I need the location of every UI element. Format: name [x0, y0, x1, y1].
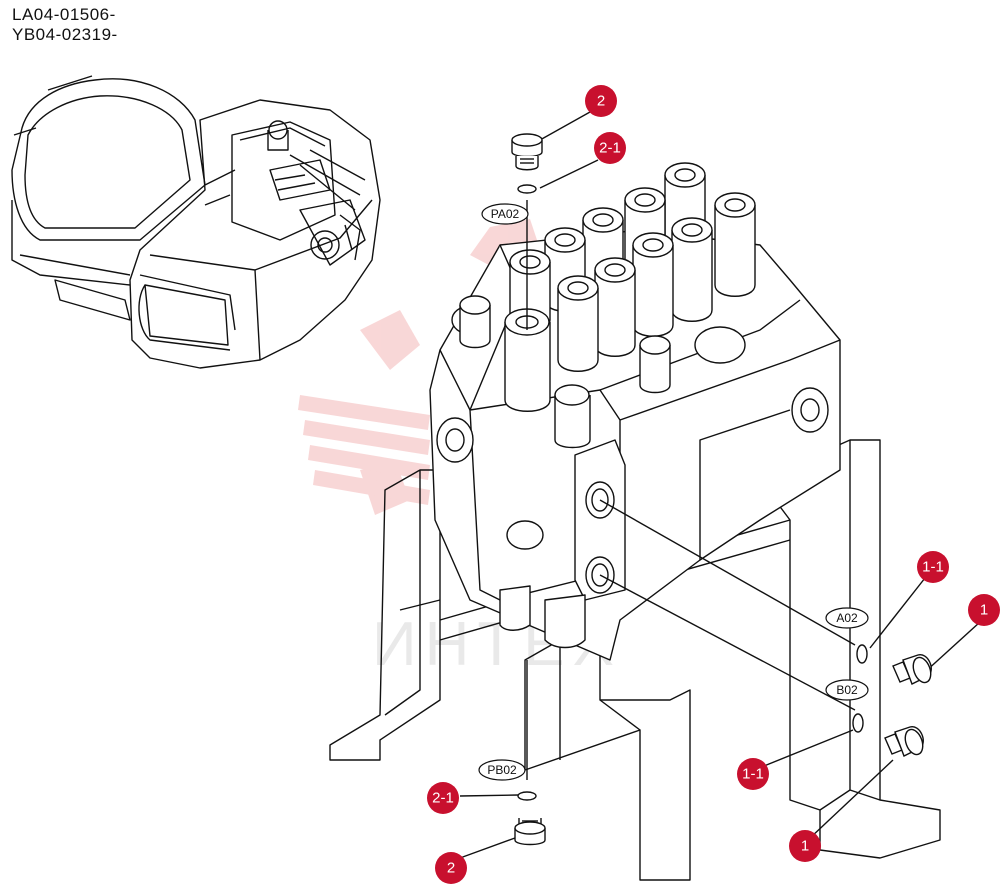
port-label-b02: B02: [825, 679, 869, 701]
callout-1-bottom-text: 1: [801, 838, 809, 855]
serial-range-2: YB04-02319-: [12, 25, 118, 44]
o-ring-a02: [856, 644, 868, 664]
serial-range-1: LA04-01506-: [12, 5, 116, 24]
o-ring-bottom: [517, 791, 537, 801]
callout-1-right[interactable]: 1: [968, 594, 1000, 626]
callout-1-1-left[interactable]: 1-1: [737, 758, 769, 790]
callout-1-1-left-text: 1-1: [742, 766, 764, 783]
leader-lines: [459, 111, 981, 859]
spool-caps: [459, 162, 756, 449]
callout-1-right-text: 1: [980, 602, 988, 619]
port-label-pb02-text: PB02: [487, 763, 517, 777]
callout-2-bottom-text: 2: [447, 860, 455, 877]
plug-top: [511, 133, 543, 171]
callout-2-1-bottom-text: 2-1: [432, 790, 454, 807]
callout-2-1-bottom[interactable]: 2-1: [427, 782, 459, 814]
callout-1-1-right[interactable]: 1-1: [917, 551, 949, 583]
callout-2-top-text: 2: [597, 93, 605, 110]
callout-2-top[interactable]: 2: [585, 85, 617, 117]
plug-b02: [884, 726, 924, 757]
port-label-a02: A02: [825, 607, 869, 629]
port-label-pa02-text: PA02: [491, 207, 520, 221]
callout-1-1-right-text: 1-1: [922, 559, 944, 576]
callout-2-1-top-text: 2-1: [599, 140, 621, 157]
o-ring-b02: [852, 713, 864, 733]
plug-a02: [892, 654, 932, 685]
plug-bottom: [514, 818, 546, 846]
callout-2-bottom[interactable]: 2: [435, 852, 467, 884]
callout-2-1-top[interactable]: 2-1: [594, 132, 626, 164]
port-label-pa02: PA02: [481, 203, 529, 225]
callout-1-bottom[interactable]: 1: [789, 830, 821, 862]
o-ring-top: [517, 184, 537, 194]
port-label-b02-text: B02: [836, 683, 858, 697]
port-label-pb02: PB02: [478, 759, 526, 781]
excavator-cab-inset: [11, 75, 381, 369]
port-label-a02-text: A02: [836, 611, 858, 625]
